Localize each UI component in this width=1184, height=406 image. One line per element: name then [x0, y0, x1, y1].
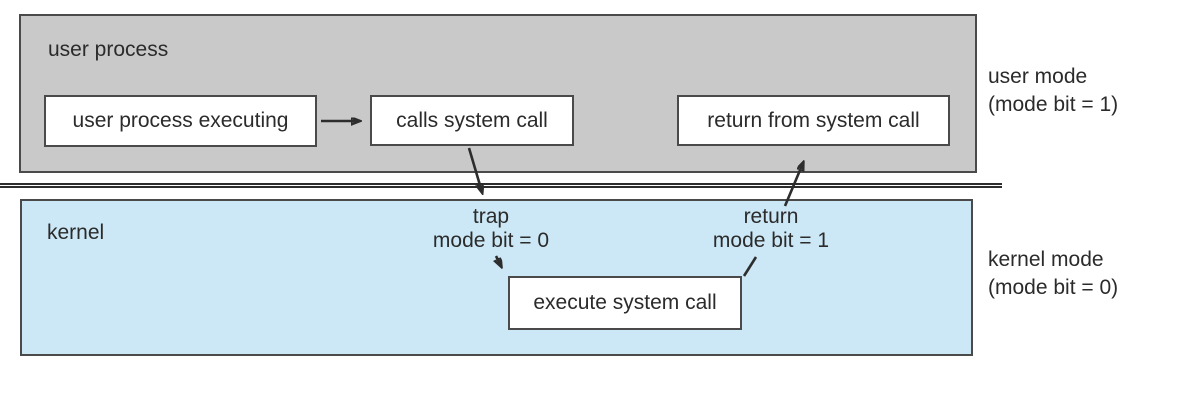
return-label: return mode bit = 1	[686, 205, 856, 253]
trap-label-line2: mode bit = 0	[432, 229, 550, 252]
kernel-mode-annotation-line2: (mode bit = 0)	[988, 276, 1119, 299]
trap-label-line1: trap	[472, 205, 510, 228]
kernel-region-label: kernel	[47, 221, 105, 244]
kernel-region: kernel	[20, 199, 973, 356]
user-mode-annotation-line1: user mode	[988, 65, 1088, 88]
kernel-mode-annotation-line1: kernel mode	[988, 248, 1104, 271]
kernel-mode-annotation: kernel mode (mode bit = 0)	[988, 246, 1118, 302]
return-from-system-call-box: return from system call	[677, 95, 950, 146]
user-process-region: user process	[19, 14, 977, 173]
user-process-executing-box: user process executing	[44, 95, 317, 147]
user-mode-annotation: user mode (mode bit = 1)	[988, 63, 1118, 119]
return-label-line1: return	[743, 205, 799, 228]
mode-boundary-line	[0, 183, 1002, 188]
return-label-line2: mode bit = 1	[712, 229, 830, 252]
user-process-region-label: user process	[48, 38, 169, 61]
user-mode-annotation-line2: (mode bit = 1)	[988, 93, 1119, 116]
execute-system-call-box: execute system call	[508, 276, 742, 330]
calls-system-call-box: calls system call	[370, 95, 574, 146]
trap-label: trap mode bit = 0	[406, 205, 576, 253]
